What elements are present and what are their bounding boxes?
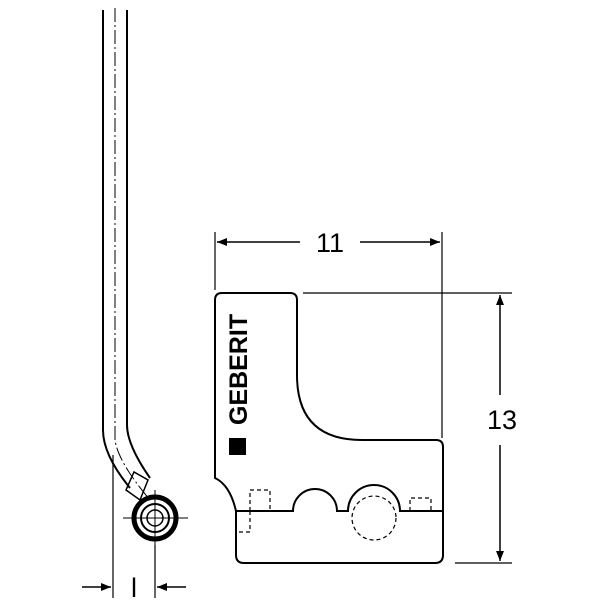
hidden-slot-right [409, 497, 432, 511]
mounting-block-lower [235, 511, 444, 564]
pipe-fitting [123, 470, 188, 548]
geberit-logo: GEBERIT [225, 314, 253, 455]
dimension-height-lines [303, 292, 512, 564]
pipe [102, 8, 151, 501]
dimension-width-lines [214, 232, 443, 438]
dimension-height-label: 13 [487, 405, 517, 435]
hidden-slot-left [238, 489, 271, 533]
logo-square-icon [229, 438, 246, 455]
hidden-circle [351, 495, 397, 541]
brand-text: GEBERIT [225, 314, 253, 425]
dimension-width-label: 11 [316, 228, 344, 258]
mounting-block-upper [214, 292, 444, 512]
dimension-offset-lines [82, 455, 186, 598]
dimension-offset-label: l [131, 573, 137, 600]
